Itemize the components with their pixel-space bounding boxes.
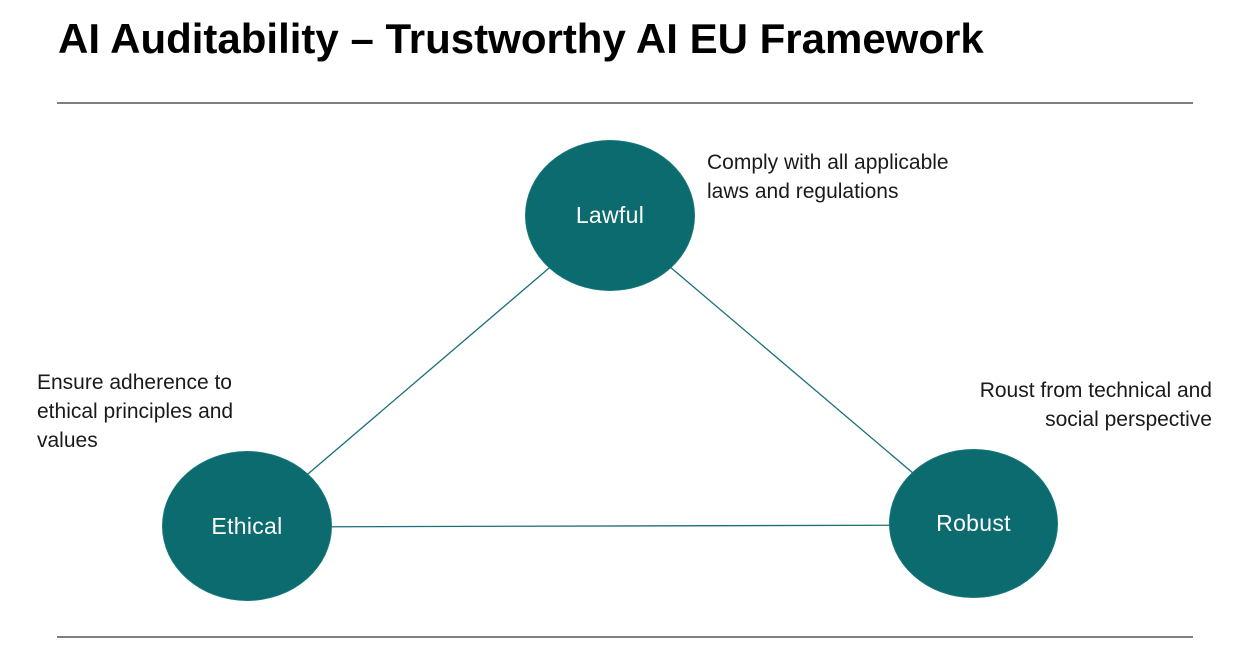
connector-ethical-robust [246, 524, 974, 528]
annotation-robust: Roust from technical and social perspect… [979, 379, 1212, 431]
bottom-divider-line [57, 636, 1193, 638]
page-title: AI Auditability – Trustworthy AI EU Fram… [58, 15, 984, 62]
node-lawful: Lawful [525, 140, 695, 291]
annotation-ethical: Ensure adherence to ethical principles a… [37, 371, 234, 452]
node-lawful-label: Lawful [575, 202, 645, 228]
node-ethical-label: Ethical [211, 512, 283, 539]
top-divider-line [57, 102, 1193, 104]
node-robust-label: Robust [936, 510, 1011, 536]
annotation-lawful: Comply with all applicable laws and regu… [707, 151, 949, 203]
node-robust: Robust [889, 449, 1058, 598]
node-ethical: Ethical [162, 451, 332, 601]
